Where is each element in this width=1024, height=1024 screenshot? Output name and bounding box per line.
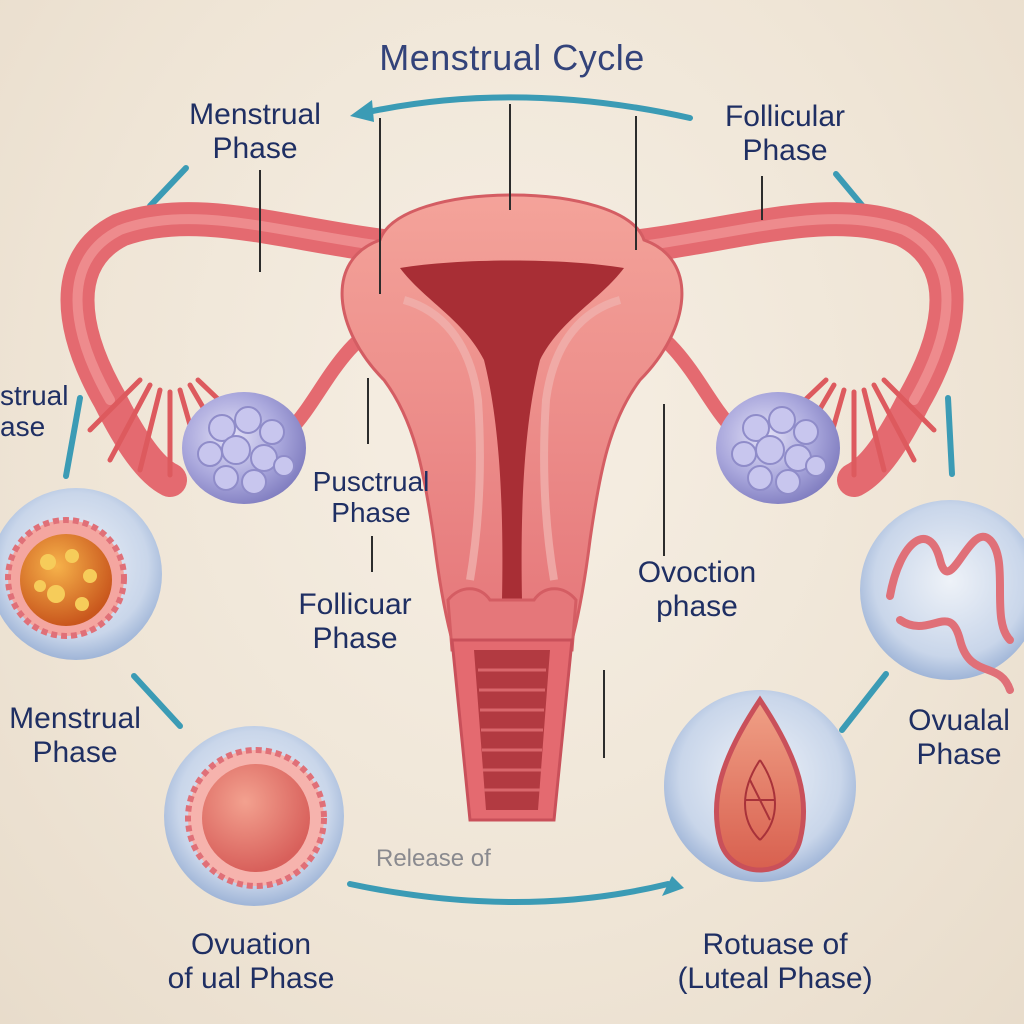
arrow-bottom — [347, 881, 671, 905]
left-ovary — [182, 392, 306, 504]
cycle-arrows — [63, 94, 955, 905]
arrow-top — [365, 94, 693, 121]
fallopian-tubes — [60, 202, 964, 497]
label-top-right: Follicular Phase — [724, 100, 846, 167]
inset-egg — [164, 726, 344, 906]
arrow-top-left — [147, 165, 189, 209]
label-top-left: Menstrual Phase — [189, 98, 321, 165]
label-left-circle: Menstrual Phase — [9, 702, 141, 769]
vaginal-canal — [450, 638, 574, 822]
arrow-top-head — [350, 100, 374, 122]
arrow-right — [945, 395, 955, 477]
label-bottom-right: Rotuase of (Luteal Phase) — [677, 928, 873, 995]
label-bottom-left: Ovuation of ual Phase — [167, 928, 335, 995]
label-center-right: Ovoction phase — [637, 556, 757, 623]
endometrium-right — [540, 296, 622, 581]
leader-lines — [259, 104, 763, 758]
uterine-cavity — [400, 260, 624, 600]
label-center: Pusctrual Phase — [312, 466, 430, 529]
label-right-circle: Ovualal Phase — [908, 704, 1010, 771]
inset-follicle — [0, 488, 162, 660]
inset-endometrium — [860, 500, 1024, 694]
label-bottom-middle: Release of — [376, 845, 491, 872]
arrow-lower-right — [839, 671, 889, 733]
page-title: Menstrual Cycle — [379, 37, 645, 78]
arrow-bottom-head — [662, 876, 684, 896]
arrow-left — [63, 395, 83, 479]
right-ovary — [716, 392, 840, 504]
arrow-lower-left — [131, 673, 183, 729]
uterus — [340, 193, 684, 652]
cervix — [446, 587, 578, 652]
endometrium-left — [402, 296, 484, 581]
inset-corpus — [664, 690, 856, 882]
label-left-edge: strual ase — [0, 380, 69, 443]
label-center-left: Follicuar Phase — [298, 588, 412, 655]
